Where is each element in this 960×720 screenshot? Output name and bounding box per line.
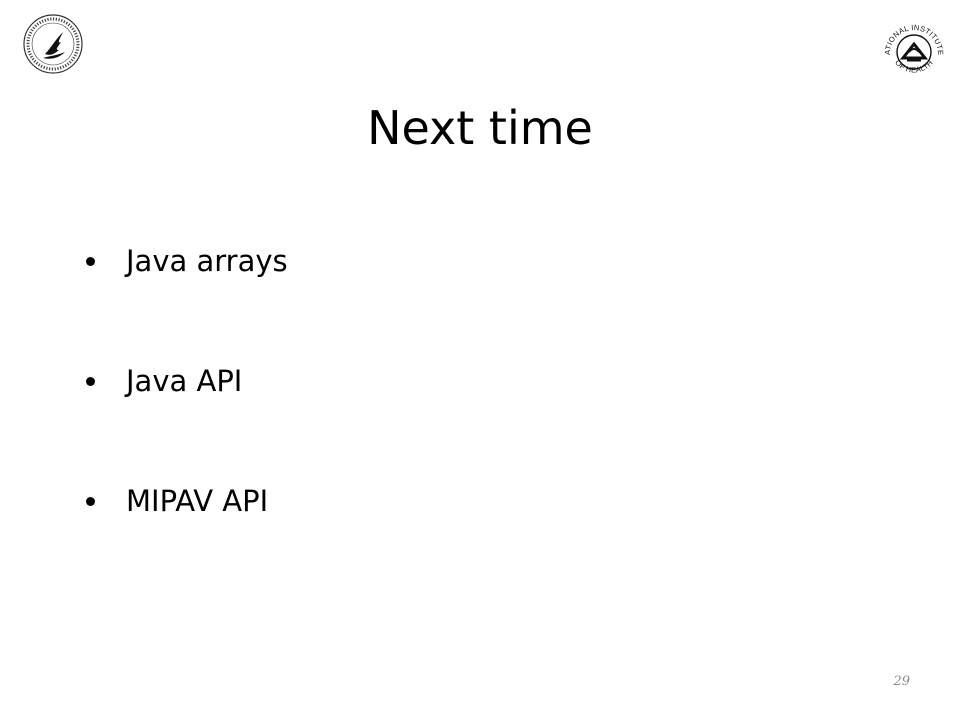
nih-seal-bottom-text: OF HEALTH [893, 58, 934, 74]
bullet-text: Java API [126, 364, 243, 398]
bullet-text: Java arrays [126, 244, 288, 278]
nih-seal-logo-icon: NATIONAL INSTITUTES OF HEALTH [875, 7, 950, 86]
bullet-item: Java API [86, 352, 288, 410]
slide-title: Next time [367, 101, 593, 155]
hhs-seal-logo-icon [21, 12, 85, 76]
page-number: 29 [893, 674, 910, 689]
bullet-item: MIPAV API [86, 472, 288, 530]
bullet-item: Java arrays [86, 232, 288, 290]
bullet-text: MIPAV API [126, 484, 269, 518]
svg-text:OF HEALTH: OF HEALTH [893, 58, 935, 74]
bullet-dot-icon [86, 496, 95, 506]
bullet-dot-icon [86, 376, 95, 386]
bullet-list: Java arrays Java API MIPAV API [86, 232, 288, 592]
bullet-dot-icon [86, 256, 95, 266]
